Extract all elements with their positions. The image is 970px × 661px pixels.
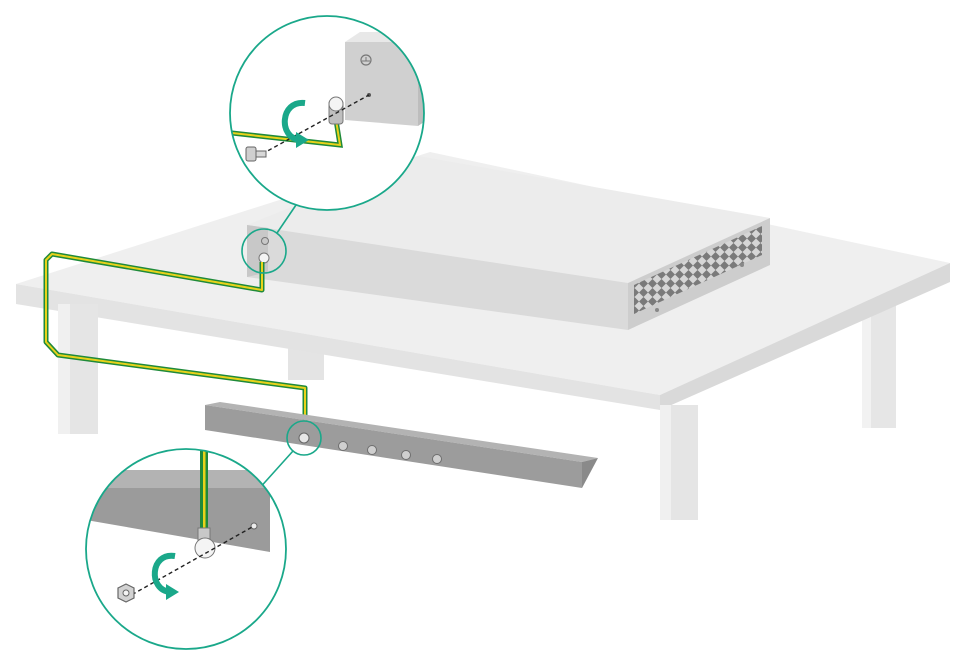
- device-vent-grille: [634, 226, 762, 314]
- device-ground-symbol-icon: [261, 237, 269, 245]
- grounding-bar: [205, 402, 598, 488]
- bar-ground-nut-icon: [298, 432, 310, 444]
- grounding-bar-bolts: [338, 441, 442, 464]
- bar-bolt-3: [401, 450, 411, 460]
- zoom-bar-terminal-lug: [194, 537, 216, 559]
- zoom-screw-icon: [245, 146, 267, 162]
- device-ground-plate: [247, 225, 268, 277]
- ground-cable: [43, 251, 308, 430]
- bar-bolt-4: [432, 454, 442, 464]
- device-ground-screw-icon: [258, 252, 270, 264]
- grounding-bar-top: [205, 402, 598, 462]
- grounding-bar-front: [205, 405, 582, 488]
- table-edge-left: [16, 284, 660, 410]
- callout-leaders: [241, 204, 322, 492]
- callout-marker-device: [241, 228, 287, 274]
- zoom-bar-rotate-arrow-icon: [151, 552, 179, 600]
- device-front: [247, 225, 628, 330]
- bar-bolt-2: [367, 445, 377, 455]
- bar-bolt-1: [338, 441, 348, 451]
- callout-marker-bar: [286, 420, 322, 456]
- zoom-callout-device: [229, 15, 425, 211]
- zoom-rotate-arrow-icon: [281, 99, 309, 148]
- zoom-hex-nut-icon: [117, 583, 135, 603]
- zoom-terminal-lug: [328, 96, 344, 112]
- table-edge-right: [660, 263, 950, 410]
- zoom-ground-symbol-icon: [360, 54, 372, 66]
- zoom-callout-bar: [85, 448, 287, 650]
